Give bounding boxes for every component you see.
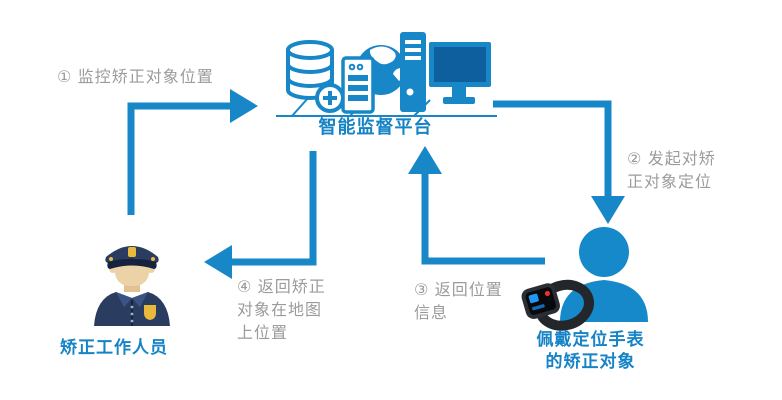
step-2-label: ② 发起对矫 正对象定位 — [627, 151, 716, 191]
police-officer-icon — [94, 246, 170, 326]
arrow-step-2 — [493, 100, 625, 224]
platform-label: 智能监督平台 — [318, 117, 433, 137]
officer-label: 矫正工作人员 — [60, 338, 168, 357]
subject-label: 佩戴定位手表 的矫正对象 — [536, 330, 645, 371]
desktop-computer-icon — [400, 32, 491, 112]
step-3-label: ③ 返回位置 信息 — [414, 282, 503, 322]
arrow-step-4 — [204, 151, 317, 279]
arrow-step-3 — [408, 146, 545, 265]
server-globe-icon — [341, 45, 406, 114]
step-1-label: ① 监控矫正对象位置 — [57, 69, 214, 86]
arrow-step-1 — [127, 89, 258, 215]
step-4-label: ④ 返回矫正 对象在地图 上位置 — [237, 279, 326, 342]
smartwatch-icon — [521, 279, 594, 331]
database-plus-icon — [286, 40, 345, 113]
